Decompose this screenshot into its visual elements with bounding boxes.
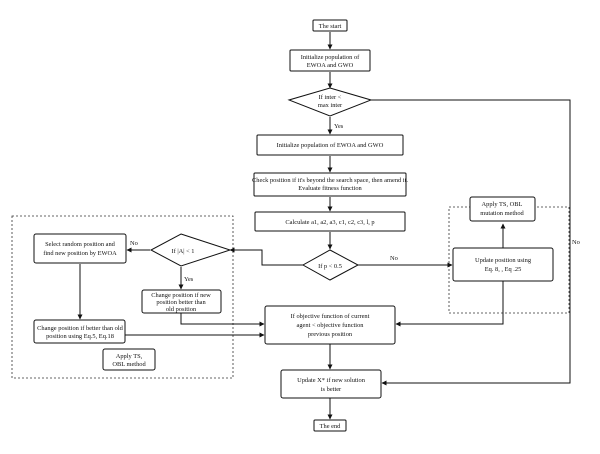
node-condition-p: If p < 0.5 [301,249,360,281]
node-change-position-old-line-2: position using Eq.5, Eq.18 [46,333,114,340]
node-calculate-parameters: Calculate a1, a2, a3, c1, c2, c3, l, p [254,211,406,232]
node-objective-function: If objective function of current agent <… [264,305,396,345]
node-select-random-position-line-2: find new position by EWOA [43,250,117,257]
node-check-position-line-1: Check position if it's beyond the search… [252,177,408,184]
node-select-random-position: Select random position and find new posi… [33,233,127,264]
node-update-position: Update position using Eq. 8, , Eq .25 [452,247,554,282]
node-change-position-new-line-2: position better than [156,299,206,306]
node-condition-a-label: If |A| < 1 [171,248,194,255]
edge-label-no-p: No [390,255,398,262]
node-init-population-1: Initialize population of EWOA and GWO [289,49,371,72]
node-change-position-new-line-1: Change position if new [151,292,211,299]
node-objective-function-line-2: agent < objective function [297,322,365,329]
node-init-population-2-label: Initialize population of EWOA and GWO [277,142,384,149]
node-end-label: The end [320,423,342,430]
node-apply-ts-obl-mutation-line-2: mutation method [480,210,524,217]
edge-label-yes-inter: Yes [334,123,344,130]
node-objective-function-line-1: If objective function of current [291,313,370,320]
node-check-position: Check position if it's beyond the search… [252,172,408,197]
node-init-population-2: Initialize population of EWOA and GWO [256,134,404,156]
node-init-population-1-line-1: Initialize population of [301,54,360,61]
node-check-position-line-2: Evaluate fitness function [298,185,362,192]
connectors [77,32,571,420]
node-condition-p-label: If p < 0.5 [318,263,342,270]
node-update-position-line-2: Eq. 8, , Eq .25 [485,266,522,273]
node-start: The start [312,19,348,32]
node-condition-inter-line-2: max inter [318,102,343,109]
node-calculate-parameters-label: Calculate a1, a2, a3, c1, c2, c3, l, p [285,219,374,226]
node-change-position-new: Change position if new position better t… [141,289,222,314]
node-condition-inter: If inter < max inter [287,87,373,117]
edge-label-yes-a: Yes [184,276,194,283]
node-objective-function-line-3: previous position [308,331,353,338]
node-update-x-star-line-1: Update X* if new solution [297,377,366,384]
node-update-x-star: Update X* if new solution is better [280,369,382,399]
node-change-position-new-line-3: old position [166,306,197,313]
node-apply-ts-obl-mutation: Apply TS, OBL mutation method [469,196,536,222]
node-condition-a: If |A| < 1 [149,233,232,267]
node-end: The end [313,419,347,432]
node-update-x-star-line-2: is better [321,386,342,393]
node-select-random-position-line-1: Select random position and [45,241,116,248]
edge-label-no-inter: No [572,239,580,246]
node-apply-ts-obl-method-line-1: Apply TS, [116,353,143,360]
node-apply-ts-obl-method-line-2: OBL method [112,361,146,368]
node-change-position-old: Change position if better than old posit… [33,319,126,344]
edge-label-no-a: No [130,240,138,247]
node-start-label: The start [319,23,342,30]
node-apply-ts-obl-method: Apply TS, OBL method [102,348,156,371]
left-dashed-group [11,215,234,379]
node-update-position-line-1: Update position using [475,257,532,264]
node-change-position-old-line-1: Change position if better than old [37,325,124,332]
node-init-population-1-line-2: EWOA and GWO [307,62,354,69]
node-apply-ts-obl-mutation-line-1: Apply TS, OBL [482,201,523,208]
node-condition-inter-line-1: If inter < [319,94,342,101]
